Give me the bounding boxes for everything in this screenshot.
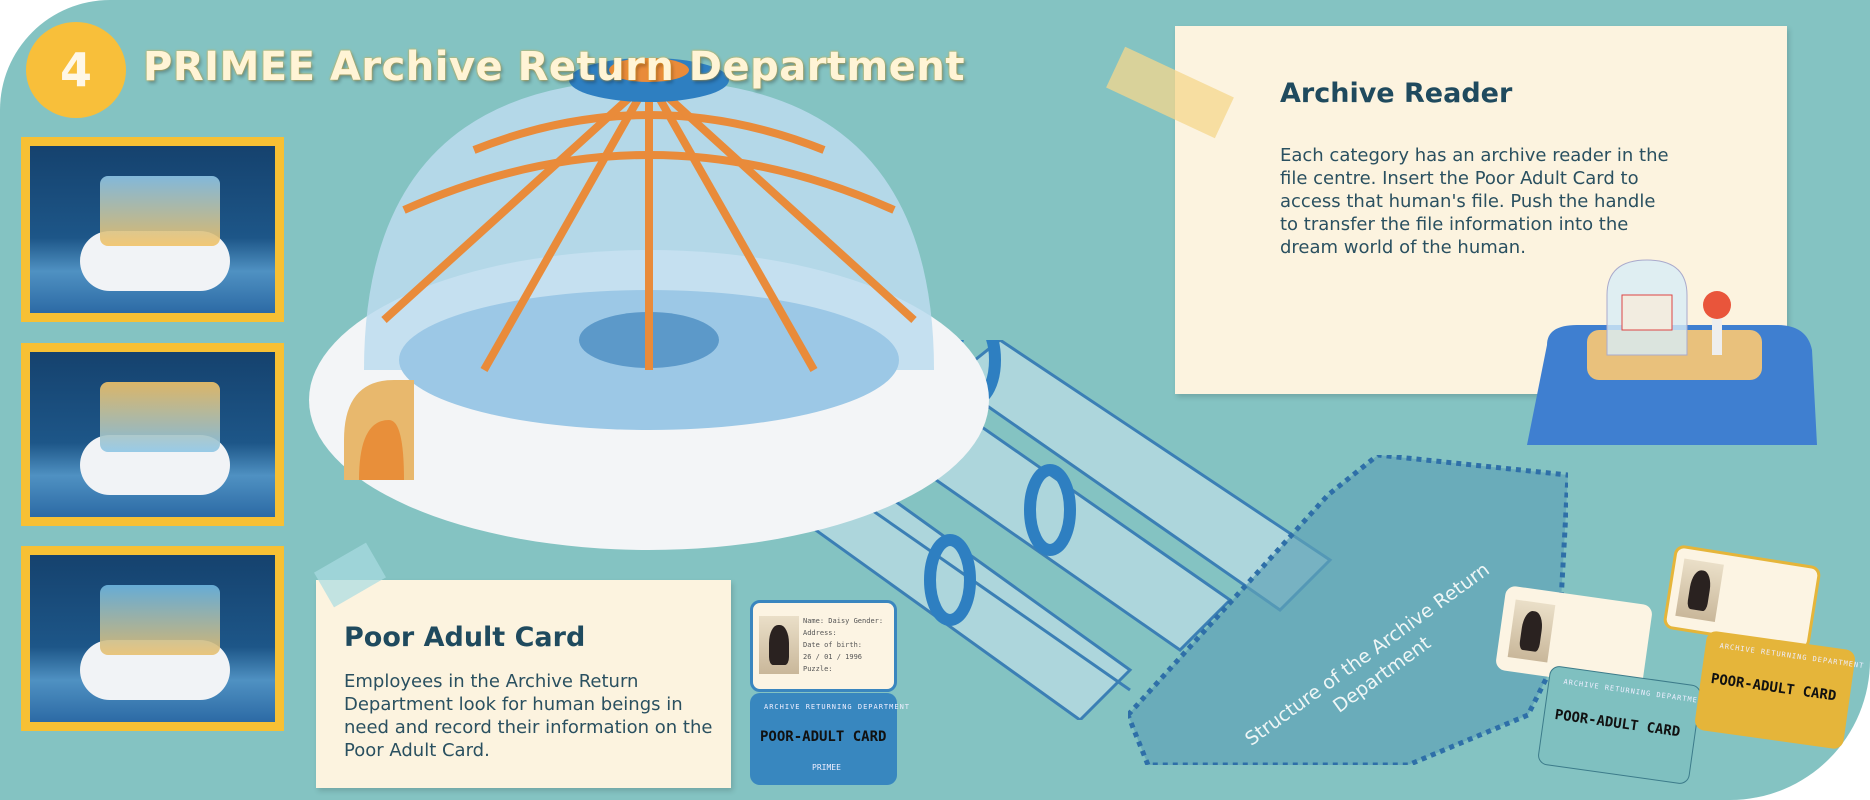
archive-reader-title: Archive Reader bbox=[1280, 78, 1513, 109]
poor-adult-card-gold: ARCHIVE RETURNING DEPARTMENT POOR-ADULT … bbox=[1693, 630, 1865, 750]
archive-dome-illustration bbox=[309, 58, 989, 550]
thumbnail-archive-reader-1 bbox=[21, 137, 284, 322]
archive-reader-machine-illustration bbox=[1527, 259, 1817, 445]
archive-reader-note: Archive Reader Each category has an arch… bbox=[1175, 26, 1787, 394]
thumbnail-archive-reader-2 bbox=[21, 343, 284, 526]
poor-adult-card-teal: ARCHIVE RETURNING DEPARTMENT POOR-ADULT … bbox=[1536, 664, 1709, 786]
gender-label: Gender: bbox=[853, 617, 884, 625]
poor-adult-card-title: Poor Adult Card bbox=[344, 622, 586, 653]
thumbnail-archive-reader-3 bbox=[21, 546, 284, 731]
poor-adult-card-description: Employees in the Archive Return Departme… bbox=[344, 671, 713, 761]
poor-adult-card-back: ARCHIVE RETURNING DEPARTMENT POOR-ADULT … bbox=[750, 693, 909, 785]
puzzle-label: Puzzle: bbox=[803, 665, 833, 673]
name-label: Name: bbox=[803, 617, 825, 625]
card-logo: PRIMEE bbox=[812, 763, 841, 772]
id-card-front: Name: Daisy Gender: Address: Date of bir… bbox=[750, 600, 897, 692]
address-label: Address: bbox=[803, 629, 837, 637]
card-title: POOR-ADULT CARD bbox=[1709, 671, 1838, 705]
poor-adult-card-note: Poor Adult Card Employees in the Archive… bbox=[316, 580, 731, 788]
archive-reader-description: Each category has an archive reader in t… bbox=[1280, 145, 1669, 258]
id-photo bbox=[759, 616, 799, 674]
section-number-badge: 4 bbox=[26, 22, 126, 118]
card-header: ARCHIVE RETURNING DEPARTMENT bbox=[764, 703, 911, 711]
name-value: Daisy bbox=[828, 617, 850, 625]
card-title: POOR-ADULT CARD bbox=[760, 729, 887, 745]
page-title: PRIMEE Archive Return Department bbox=[143, 44, 965, 90]
dob-value: 26 / 01 / 1996 bbox=[803, 653, 863, 661]
dob-label: Date of birth: bbox=[803, 641, 863, 649]
card-title: POOR-ADULT CARD bbox=[1553, 706, 1682, 741]
